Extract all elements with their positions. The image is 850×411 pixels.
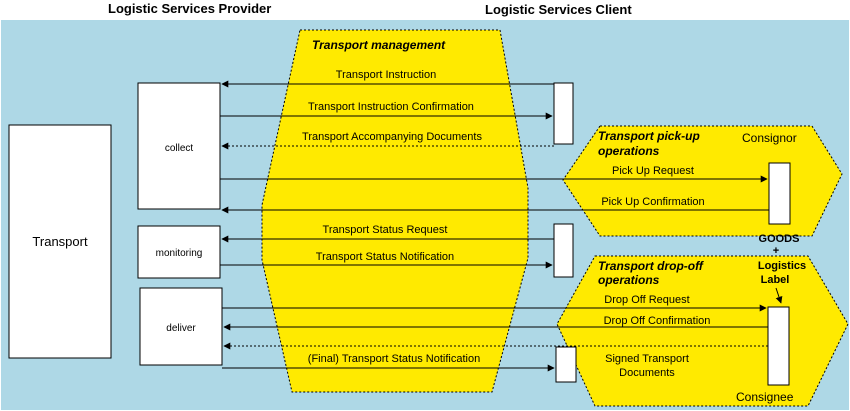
pickup-label-line2: operations — [598, 144, 660, 158]
collect-box — [137, 82, 221, 210]
client-monitoring-box — [553, 223, 574, 278]
transport-instruction-confirmation-label: Transport Instruction Confirmation — [308, 101, 474, 113]
transport-management-label: Transport management — [312, 38, 446, 52]
goods-label-line2: + — [773, 245, 779, 257]
transport-box-label: Transport — [32, 234, 88, 249]
client-instruction-box — [553, 82, 574, 145]
dropoff-label-line2: operations — [598, 273, 660, 287]
pickup-label-line1: Transport pick-up — [598, 129, 700, 143]
transport-status-notification-label: Transport Status Notification — [316, 251, 454, 263]
pick-up-confirmation-label: Pick Up Confirmation — [601, 196, 704, 208]
goods-label-line3: Logistics — [758, 260, 806, 272]
collect-box-label: collect — [165, 143, 194, 154]
consignee-label: Consignee — [736, 390, 794, 404]
pick-up-request-label: Pick Up Request — [612, 165, 694, 177]
monitoring-box-label: monitoring — [156, 248, 203, 259]
transport-status-request-label: Transport Status Request — [323, 224, 448, 236]
consignor-bar — [768, 162, 791, 225]
signed-documents-label-line2: Documents — [619, 367, 675, 379]
consignor-label: Consignor — [742, 131, 797, 145]
final-transport-status-notification-label: (Final) Transport Status Notification — [308, 353, 480, 365]
transport-management-region — [261, 29, 529, 393]
client-header: Logistic Services Client — [485, 2, 632, 17]
goods-label-line4: Label — [761, 274, 790, 286]
deliver-box — [139, 287, 223, 366]
consignee-bar — [767, 306, 790, 386]
drop-off-confirmation-label: Drop Off Confirmation — [604, 315, 711, 327]
goods-arrow — [775, 287, 783, 304]
goods-label-line1: GOODS — [759, 233, 800, 245]
transport-accompanying-documents-label: Transport Accompanying Documents — [302, 131, 482, 143]
dropoff-label-line1: Transport drop-off — [598, 259, 704, 273]
transport-instruction-label: Transport Instruction — [336, 69, 436, 81]
transport-box — [8, 124, 112, 359]
drop-off-request-label: Drop Off Request — [604, 294, 689, 306]
deliver-box-label: deliver — [166, 323, 196, 334]
provider-header: Logistic Services Provider — [108, 1, 271, 16]
monitoring-box — [137, 225, 221, 279]
signed-documents-label-line1: Signed Transport — [605, 353, 689, 365]
client-final-status-box — [555, 346, 577, 383]
